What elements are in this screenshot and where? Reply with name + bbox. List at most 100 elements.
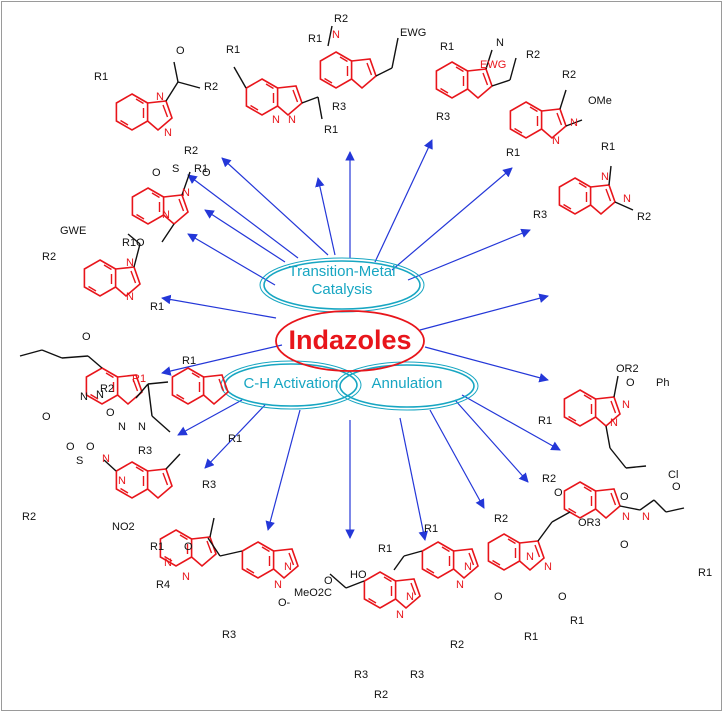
- atom-label: N: [544, 561, 552, 573]
- substituent-bond: [41, 349, 63, 359]
- substituent-bond: [491, 79, 511, 87]
- atom-label: O: [152, 167, 161, 179]
- atom-label: N: [164, 557, 172, 569]
- atom-label: O: [106, 407, 115, 419]
- atom-label: O: [42, 411, 51, 423]
- atom-label: R3: [332, 101, 346, 113]
- atom-label: R2: [184, 145, 198, 157]
- substituent-bond: [614, 201, 634, 211]
- atom-label: R1: [601, 141, 615, 153]
- atom-label: R1: [226, 44, 240, 56]
- atom-label: N: [162, 209, 170, 221]
- atom-label: HO: [350, 569, 367, 581]
- atom-label: N: [456, 579, 464, 591]
- reaction-arrow: [374, 139, 433, 263]
- atom-label: N: [601, 171, 609, 183]
- atom-label: N: [284, 561, 292, 573]
- atom-label: R1: [150, 301, 164, 313]
- reaction-arrow: [187, 174, 299, 259]
- atom-label: O: [66, 441, 75, 453]
- substituent-bond: [327, 25, 333, 47]
- substituent-bond: [181, 171, 191, 196]
- substituent-bond: [207, 537, 221, 557]
- substituent-bond: [625, 465, 647, 469]
- indazole-core: [132, 188, 188, 224]
- atom-label: R3: [138, 445, 152, 457]
- transition-metal-text: Transition-Metal Catalysis: [288, 263, 396, 298]
- atom-label: R1: [506, 147, 520, 159]
- atom-label: O: [176, 45, 185, 57]
- substituent-bond: [509, 57, 517, 81]
- atom-label: OMe: [588, 95, 612, 107]
- substituent-bond: [391, 37, 399, 69]
- atom-label: O: [202, 167, 211, 179]
- substituent-bond: [173, 61, 179, 83]
- atom-label: N: [156, 91, 164, 103]
- atom-label: N: [610, 417, 618, 429]
- atom-label: R1: [570, 615, 584, 627]
- atom-label: O: [620, 539, 629, 551]
- atom-label: EWG: [400, 27, 426, 39]
- atom-label: R1: [182, 355, 196, 367]
- substituent-bond: [87, 355, 103, 369]
- substituent-bond: [301, 96, 319, 104]
- atom-label: MeO2C: [294, 587, 332, 599]
- atom-label: R2: [374, 689, 388, 701]
- reaction-arrow: [177, 399, 243, 436]
- indazole-core: [246, 79, 302, 115]
- atom-label: N: [274, 579, 282, 591]
- substituent-bond: [177, 81, 201, 89]
- atom-label: N: [642, 511, 650, 523]
- atom-label: R1: [440, 41, 454, 53]
- atom-label: N: [164, 127, 172, 139]
- substituent-bond: [393, 555, 405, 571]
- substituent-bond: [135, 383, 149, 399]
- atom-label: R1: [132, 373, 146, 385]
- annulation-ellipse: [339, 364, 475, 408]
- indazole-core: [510, 102, 566, 138]
- substituent-bond: [127, 233, 141, 245]
- substituent-bond: [485, 49, 493, 70]
- substituent-bond: [608, 165, 612, 186]
- atom-label: N: [126, 291, 134, 303]
- reaction-arrow: [204, 209, 286, 263]
- atom-label: R2: [22, 511, 36, 523]
- reaction-arrow: [454, 399, 529, 483]
- atom-label: EWG: [480, 59, 506, 71]
- atom-label: R4: [156, 579, 170, 591]
- atom-label: R1: [150, 541, 164, 553]
- reaction-arrow: [419, 293, 549, 331]
- atom-label: R2: [100, 383, 114, 395]
- atom-label: O: [626, 377, 635, 389]
- atom-label: S: [76, 455, 83, 467]
- reaction-arrow: [399, 417, 428, 541]
- substituent-bond: [219, 550, 243, 557]
- atom-label: O: [620, 491, 629, 503]
- atom-label: N: [182, 571, 190, 583]
- reaction-arrow: [407, 228, 531, 281]
- atom-label: Cl: [668, 469, 678, 481]
- atom-label: N: [622, 399, 630, 411]
- substituent-bond: [609, 447, 627, 469]
- atom-label: N: [126, 257, 134, 269]
- reaction-arrow: [265, 409, 301, 531]
- substituent-bond: [317, 96, 323, 120]
- atom-label: R1: [308, 33, 322, 45]
- indazoles-ellipse: [275, 310, 425, 372]
- substituent-bond: [209, 517, 215, 538]
- atom-label: N: [406, 591, 414, 603]
- atom-label: R3: [410, 669, 424, 681]
- reaction-arrow: [221, 157, 329, 256]
